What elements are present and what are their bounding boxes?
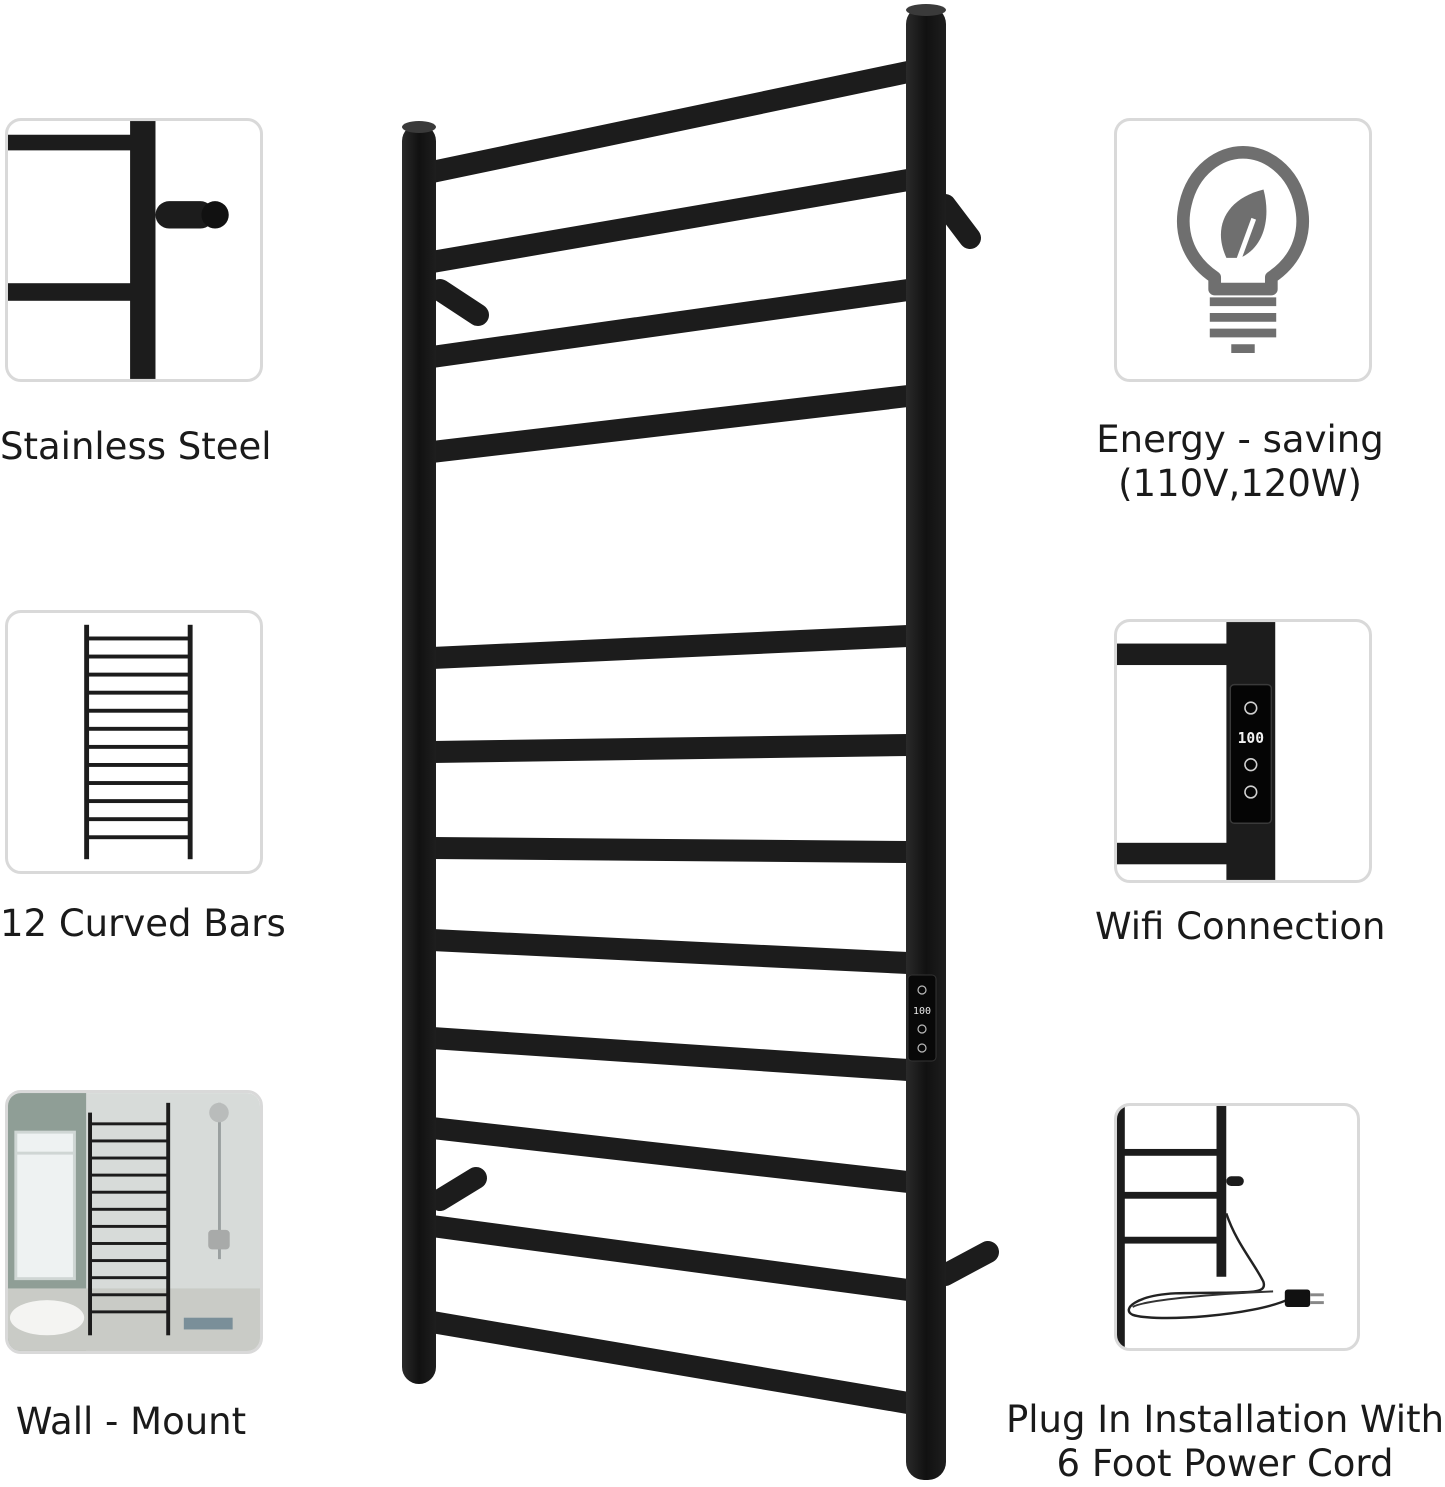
control-panel-closeup-image: 100 <box>1117 622 1276 880</box>
scene-rack-bar-5 <box>90 1190 169 1194</box>
towel-bar-7 <box>421 837 919 863</box>
towel-bar-2 <box>421 169 919 273</box>
wall-mount-label: Wall - Mount <box>15 1400 247 1443</box>
mini-rack-bar-3 <box>86 672 190 677</box>
mini-rack-bar-11 <box>86 817 190 822</box>
towel-bar-8 <box>421 929 919 974</box>
towel-bar-4 <box>421 385 919 463</box>
stainless-steel-label: Stainless Steel <box>0 425 272 468</box>
energy-saving-label: Energy - saving (110V,120W) <box>1095 418 1385 507</box>
mini-rack-bar-8 <box>86 763 190 767</box>
wifi-temperature-display: 100 <box>1238 730 1264 747</box>
scene-rack-bar-10 <box>90 1276 169 1280</box>
towel-bar-12 <box>421 1311 919 1414</box>
towel-bar-3 <box>421 279 919 368</box>
towel-bar-9 <box>421 1027 919 1081</box>
power-cord-image <box>1117 1106 1324 1348</box>
timer-icon <box>917 1024 927 1034</box>
towel-warmer-rack-image: 100 <box>402 4 999 1480</box>
power-icon <box>1244 701 1258 715</box>
bathroom-scene-image <box>8 1093 260 1351</box>
mini-rack-bar-2 <box>86 654 190 659</box>
energy-saving-line1: Energy - saving <box>1096 418 1384 461</box>
scene-rack-bar-8 <box>90 1242 169 1245</box>
mini-rack-bar-7 <box>86 744 190 749</box>
energy-saving-line2: (110V,120W) <box>1118 462 1362 506</box>
temperature-display: 100 <box>913 1006 931 1017</box>
wifi-label: Wifi Connection <box>1095 905 1386 948</box>
thermometer-icon <box>1244 785 1258 799</box>
energy-saving-card <box>1114 118 1372 382</box>
scene-rack-bar-9 <box>90 1259 169 1263</box>
timer-icon <box>1244 758 1258 772</box>
scene-rack-bar-12 <box>90 1310 169 1314</box>
curved-bars-label: 12 Curved Bars <box>0 902 286 945</box>
scene-rack-bar-4 <box>90 1173 169 1177</box>
towel-bar-11 <box>421 1215 919 1301</box>
mini-rack-bar-6 <box>86 726 190 731</box>
mini-rack-bar-4 <box>86 690 190 695</box>
plug-in-line1: Plug In Installation With <box>1005 1398 1445 1441</box>
scene-rack-bar-1 <box>90 1122 169 1126</box>
thermometer-icon <box>917 1043 927 1053</box>
plug-in-line2: 6 Foot Power Cord <box>1056 1442 1394 1486</box>
towel-bar-6 <box>421 734 919 763</box>
scene-rack-bar-6 <box>90 1207 169 1211</box>
scene-rack-bar-11 <box>90 1293 169 1297</box>
curved-bars-card <box>5 610 263 874</box>
power-icon <box>917 985 927 995</box>
wifi-card: 100 <box>1114 619 1372 883</box>
scene-rack-bar-7 <box>90 1224 169 1228</box>
scene-rack-bar-2 <box>90 1139 169 1143</box>
stainless-steel-closeup-image <box>8 121 229 379</box>
curved-bars-rack-image <box>84 624 193 860</box>
scene-rack-bar-3 <box>90 1156 169 1160</box>
towel-bar-1 <box>421 61 919 183</box>
plug-in-label: Plug In Installation With 6 Foot Power C… <box>1005 1398 1445 1487</box>
mini-rack-bar-12 <box>86 835 190 840</box>
stainless-steel-card <box>5 118 263 382</box>
towel-bar-5 <box>421 625 919 669</box>
wall-mount-card <box>5 1090 263 1354</box>
towel-bar-10 <box>421 1117 919 1193</box>
control-panel: 100 <box>907 974 937 1062</box>
plug-in-card <box>1114 1103 1360 1351</box>
mini-rack-bar-5 <box>86 708 190 713</box>
lightbulb-leaf-icon <box>1177 145 1309 354</box>
mini-rack-bar-1 <box>86 636 190 641</box>
mini-rack-bar-9 <box>86 781 190 785</box>
mini-rack-bar-10 <box>86 799 190 804</box>
